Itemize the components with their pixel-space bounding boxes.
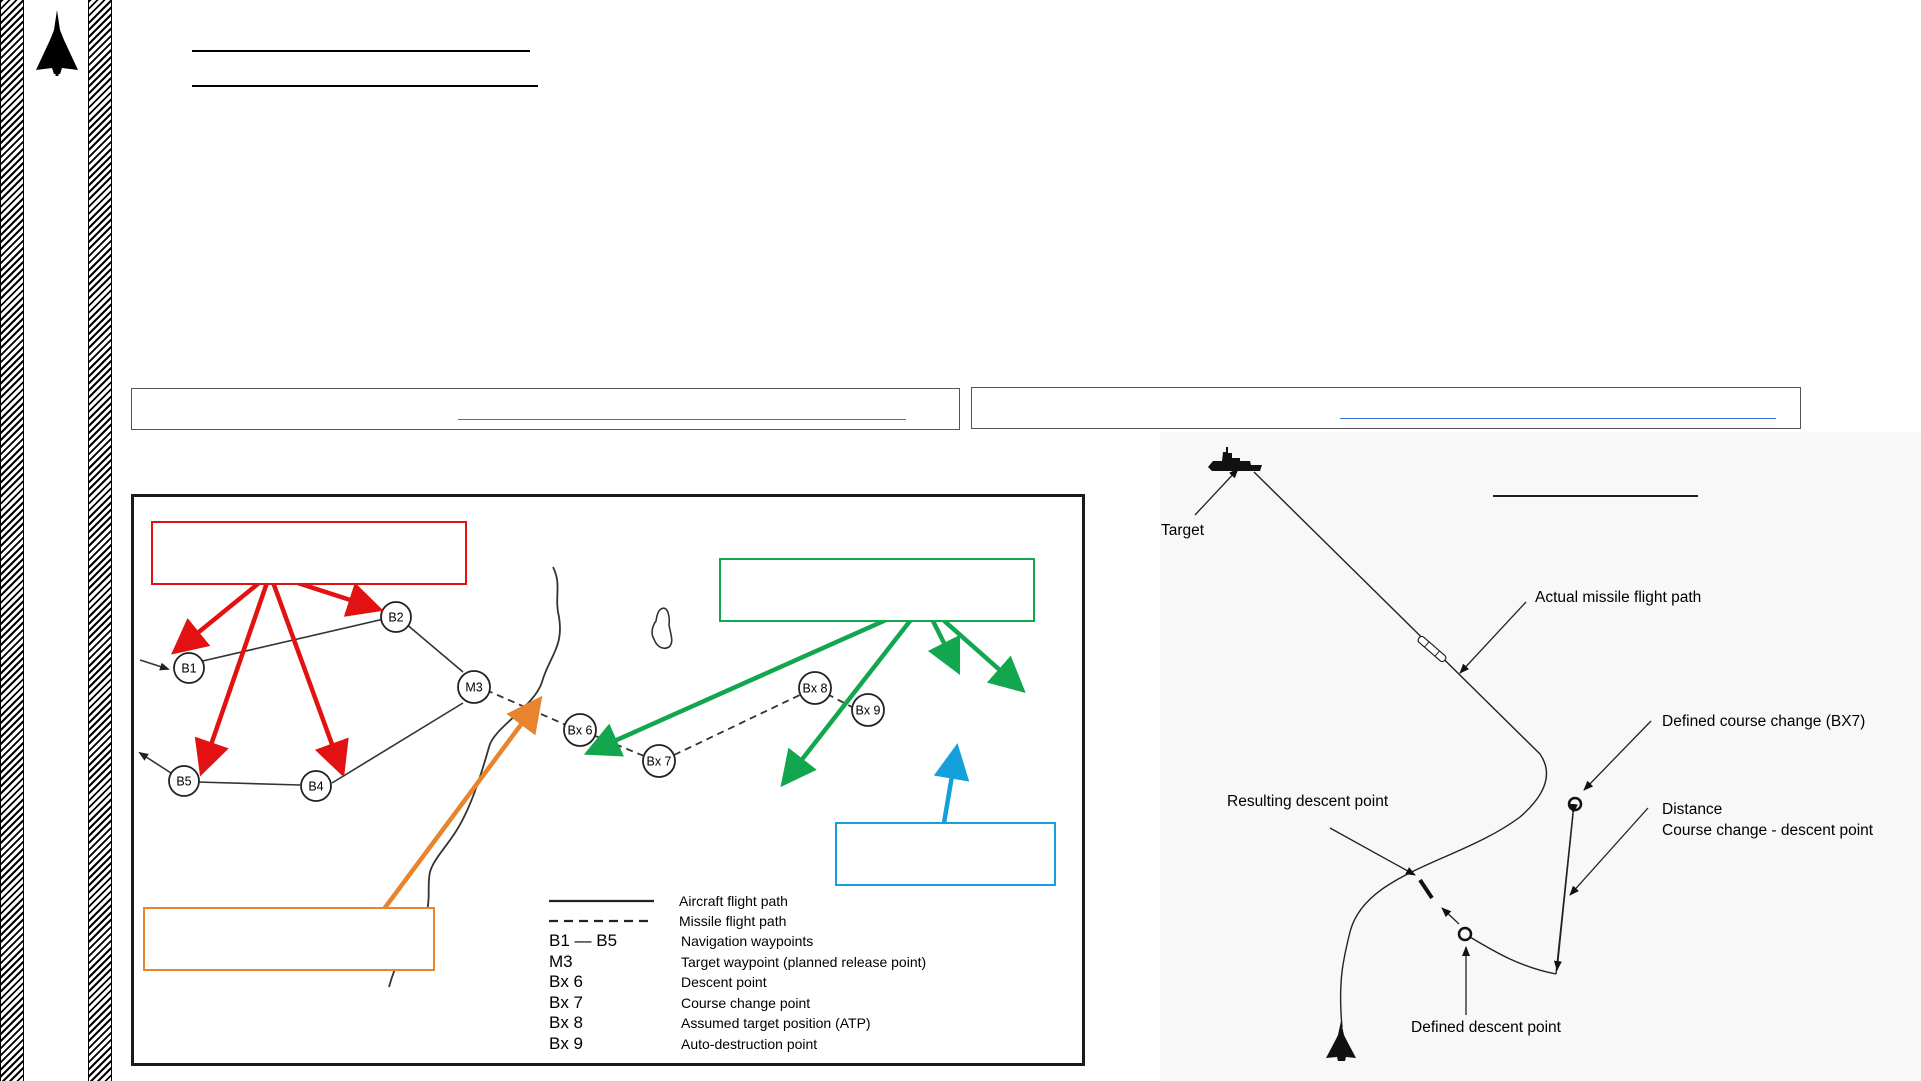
island (651, 607, 673, 650)
source-link-box-right[interactable] (971, 387, 1801, 429)
blue-callout-box (835, 822, 1056, 886)
waypoint-m3 (457, 670, 491, 704)
waypoint-label-bx8: Bx 8 (802, 682, 827, 696)
planned-descent-path (1469, 813, 1573, 975)
label-target: Target (1161, 522, 1205, 539)
waypoint-bx9 (851, 693, 885, 727)
waypoint-b2 (380, 601, 412, 633)
legend-value: Course change point (681, 994, 811, 1011)
waypoint-bx7 (642, 744, 676, 778)
launch-aircraft-icon (1326, 1021, 1356, 1061)
legend-row: Missile flight path (549, 911, 1069, 931)
orange-callout-arrow (382, 695, 543, 911)
descent-diagram: Target Actual missile flight path Define… (1161, 447, 1874, 1061)
blue-callout-arrow (933, 743, 970, 824)
waypoint-label-bx9: Bx 9 (855, 704, 880, 718)
heading-underline-1 (192, 50, 530, 52)
defined-descent-point (1457, 926, 1473, 942)
legend-row: Bx 9 Auto-destruction point (549, 1034, 1069, 1054)
descent-diagram-panel: Target Actual missile flight path Define… (1160, 432, 1921, 1081)
legend-row: Bx 8 Assumed target position (ATP) (549, 1013, 1069, 1033)
label-distance-1: Distance (1662, 801, 1722, 818)
legend-key: M3 (549, 951, 573, 971)
aircraft-silhouette-icon (36, 10, 78, 76)
legend-key: Bx 7 (549, 992, 584, 1012)
waypoint-label-bx7: Bx 7 (646, 755, 671, 769)
label-actual-path: Actual missile flight path (1535, 589, 1701, 606)
red-callout-arrows (171, 571, 384, 778)
label-defined-descent: Defined descent point (1411, 1019, 1562, 1036)
waypoint-b5 (168, 765, 200, 797)
aircraft-flight-path (138, 618, 464, 786)
source-link-box-left[interactable] (131, 388, 960, 430)
legend-row: Bx 6 Descent point (549, 972, 1069, 992)
waypoint-label-b4: B4 (308, 780, 323, 794)
label-course-change: Defined course change (BX7) (1662, 713, 1865, 730)
legend-value: Target waypoint (planned release point) (681, 953, 927, 970)
legend-key: Bx 6 (549, 972, 584, 991)
source-link-left[interactable] (458, 419, 906, 420)
legend-key: B1 — B5 (549, 931, 618, 950)
missile-flight-path (485, 689, 853, 757)
heading-underline-2 (192, 85, 538, 87)
red-callout-box (151, 521, 467, 585)
ship-target-icon (1208, 447, 1262, 471)
legend-value: Descent point (681, 974, 767, 990)
legend-value: Aircraft flight path (679, 893, 788, 909)
label-distance-2: Course change - descent point (1662, 822, 1874, 839)
source-link-right[interactable] (1340, 418, 1776, 419)
legend-value: Assumed target position (ATP) (681, 1015, 871, 1031)
waypoint-label-b1: B1 (181, 662, 196, 676)
left-hatch-rail (0, 0, 24, 1081)
waypoint-label-m3: M3 (465, 681, 482, 695)
right-hatch-rail (88, 0, 112, 1081)
green-callout-box (719, 558, 1035, 622)
waypoint-label-b5: B5 (176, 775, 191, 789)
legend-value: Navigation waypoints (681, 933, 814, 949)
legend-row: Bx 7 Course change point (549, 993, 1069, 1013)
legend-key: Bx 8 (549, 1013, 584, 1032)
orange-callout-box (143, 907, 435, 971)
legend-row: Aircraft flight path (549, 891, 1069, 911)
legend-row: M3 Target waypoint (planned release point… (549, 952, 1069, 972)
legend-row: B1 — B5 Navigation waypoints (549, 931, 1069, 951)
waypoint-bx8 (798, 671, 832, 705)
legend-value: Auto-destruction point (681, 1035, 818, 1052)
waypoint-label-b2: B2 (388, 611, 403, 625)
legend-key: Bx 9 (549, 1033, 584, 1053)
waypoint-label-bx6: Bx 6 (567, 724, 592, 738)
missile-icon (1417, 635, 1447, 663)
label-resulting-descent: Resulting descent point (1227, 793, 1389, 810)
actual-missile-path (1253, 471, 1548, 1028)
legend-value: Missile flight path (679, 913, 787, 929)
course-change-point (1567, 796, 1583, 812)
